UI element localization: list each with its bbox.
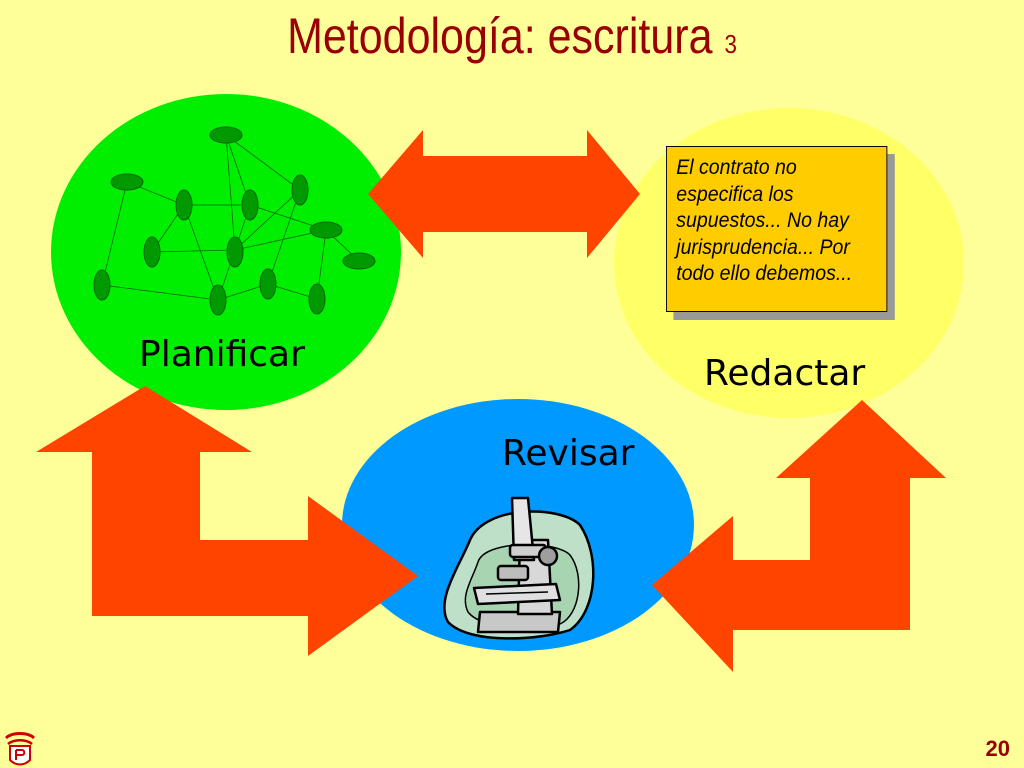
microscope-icon: [443, 496, 595, 640]
note-line: especifica los: [676, 182, 794, 206]
note-callout: El contrato no especifica los supuestos.…: [666, 146, 888, 312]
review-to-plan-arrow: [36, 386, 418, 656]
stage-label-plan: Planificar: [139, 334, 305, 375]
note-line: todo ello debemos...: [676, 262, 853, 285]
write-to-review-arrow: [652, 400, 946, 672]
note-line: El contrato no: [676, 156, 797, 179]
idea-network-icon: [93, 126, 376, 316]
stage-label-review: Revisar: [502, 433, 635, 474]
title-subscript: 3: [724, 29, 737, 59]
page-number: 20: [985, 736, 1010, 761]
slide-title: Metodología: escritura 3: [72, 6, 953, 74]
title-main: Metodología: escritura: [287, 8, 713, 64]
plan-circle: [51, 94, 401, 410]
plan-write-double-arrow: [368, 130, 640, 258]
university-logo-icon: [4, 732, 36, 766]
note-line: supuestos... No hay: [676, 209, 849, 232]
stage-label-write: Redactar: [704, 353, 866, 394]
note-line: jurisprudencia... Por: [676, 235, 850, 259]
